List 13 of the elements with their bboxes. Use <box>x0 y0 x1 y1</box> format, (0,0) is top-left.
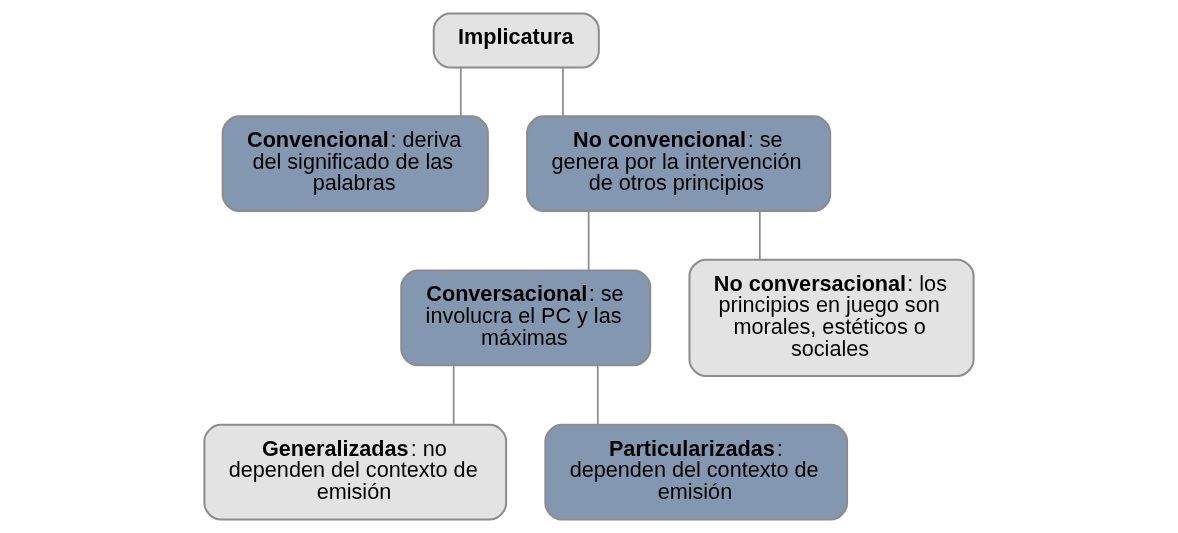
node-box: No conversacional: los principios en juego son morales, estéticos o sociales <box>688 258 975 378</box>
node-box: No convencional: se genera por la intervención de otros principios <box>526 115 832 213</box>
node-box: Convencional: deriva del significado de las palabras <box>221 115 489 213</box>
connector <box>562 67 564 117</box>
connector <box>758 210 761 261</box>
connector <box>459 67 462 117</box>
node-box: Generalizadas: no dependen del contexto de emisión <box>203 423 508 521</box>
node-box: Particularizadas: dependen del contexto de emisión <box>544 423 849 521</box>
connector <box>596 364 599 426</box>
node-box: Conversacional: se involucra el PC y las máximas <box>400 269 652 367</box>
connector <box>587 210 590 272</box>
node-box: Implicatura <box>432 12 600 69</box>
connector <box>452 364 455 426</box>
